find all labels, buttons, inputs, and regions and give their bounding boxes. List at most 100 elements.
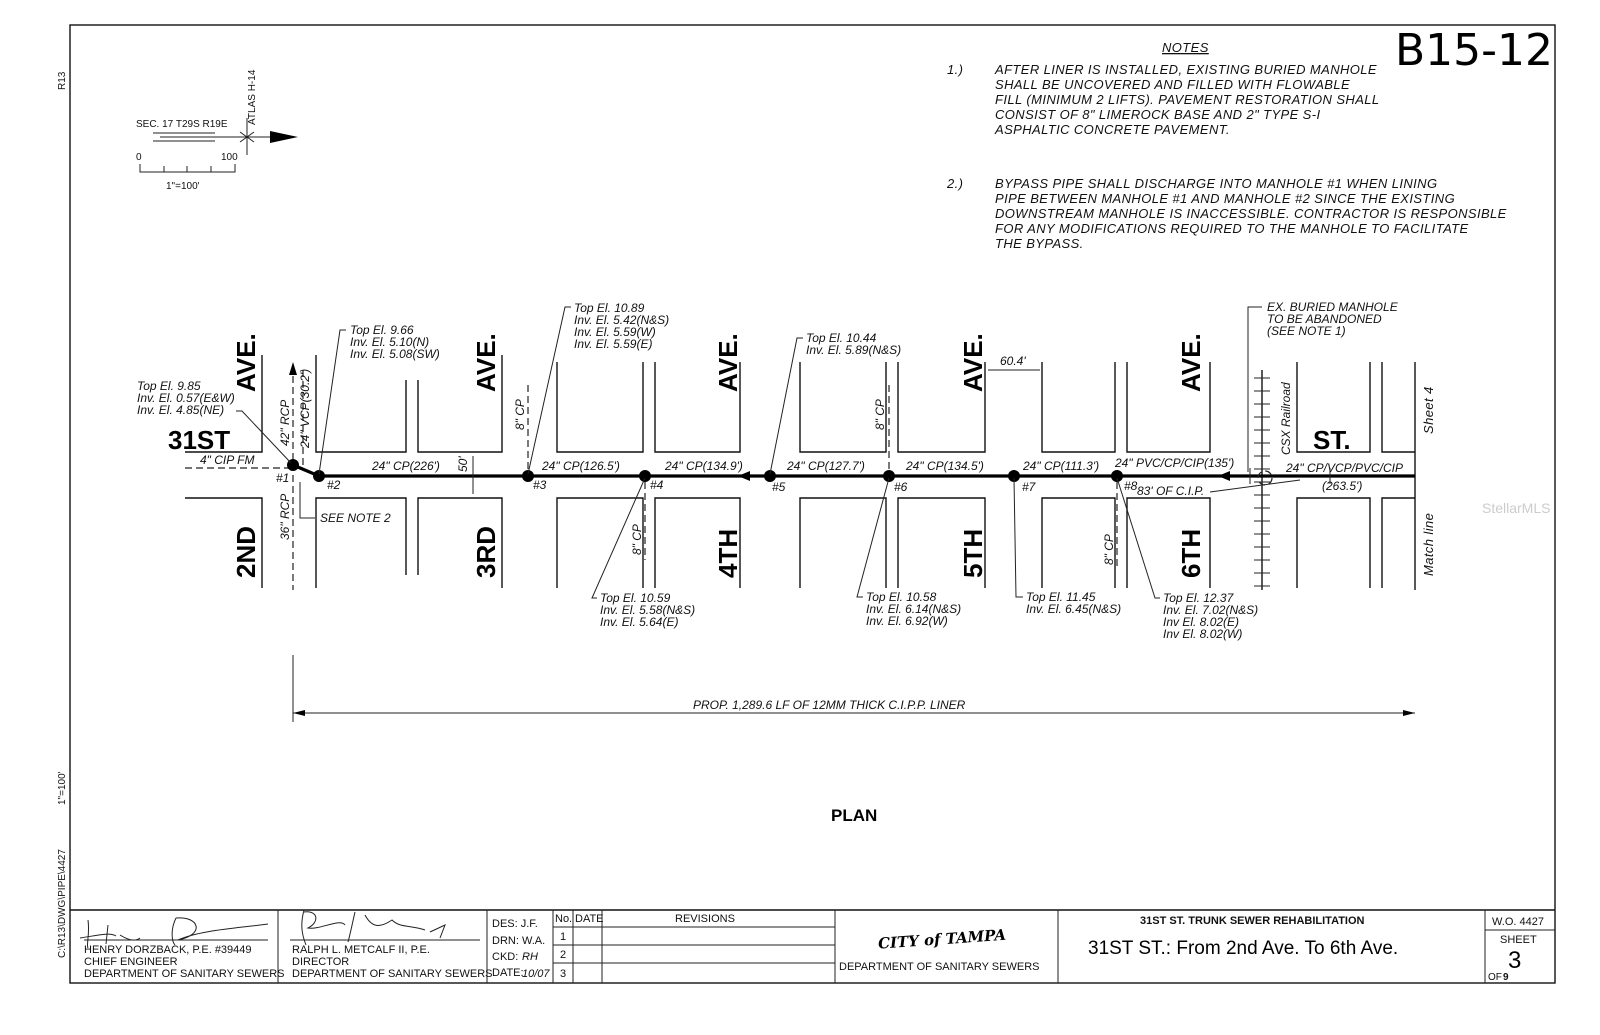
avenue-3rd: 3RD [471,526,501,578]
manhole-7-id: #7 [1022,480,1037,494]
avenue-5th: 5TH [958,529,988,578]
svg-text:Inv El. 8.02(W): Inv El. 8.02(W) [1163,627,1242,641]
watermark: StellarMLS [1482,500,1550,516]
manhole-7-annotation: Top El. 11.45 Inv. El. 6.45(N&S) [1013,477,1121,616]
avenue-3rd-suffix: AVE. [471,333,501,392]
svg-text:DIRECTOR: DIRECTOR [292,956,349,968]
svg-text:Inv. El. 5.59(W): Inv. El. 5.59(W) [574,325,656,339]
svg-text:31ST ST.: From 2nd Ave. To 6th: 31ST ST.: From 2nd Ave. To 6th Ave. [1088,938,1398,959]
svg-text:24" VCP(30.2'): 24" VCP(30.2') [298,369,312,449]
title-block: HENRY DORZBACK, P.E. #39449 CHIEF ENGINE… [70,909,1555,983]
manhole-4-id: #4 [650,478,664,492]
svg-text:AFTER LINER IS INSTALLED, EXIS: AFTER LINER IS INSTALLED, EXISTING BURIE… [994,62,1377,77]
svg-text:HENRY DORZBACK, P.E. #39449: HENRY DORZBACK, P.E. #39449 [84,944,252,956]
manhole-markers [287,459,1123,482]
svg-text:Inv. El. 6.45(N&S): Inv. El. 6.45(N&S) [1026,602,1121,616]
svg-text:THE BYPASS.: THE BYPASS. [995,236,1084,251]
svg-text:24" CP(127.7'): 24" CP(127.7') [786,459,865,473]
svg-text:24" CP(111.3'): 24" CP(111.3') [1022,459,1099,473]
svg-text:8" CP: 8" CP [513,399,527,430]
view-title: PLAN [831,806,877,825]
svg-text:9: 9 [1503,972,1509,983]
svg-text:24" CP(126.5'): 24" CP(126.5') [541,459,620,473]
svg-text:(263.5'): (263.5') [1322,479,1362,493]
svg-text:ATLAS H-14: ATLAS H-14 [247,69,258,125]
street-st: ST. [1313,425,1351,455]
svg-text:SEE NOTE 2: SEE NOTE 2 [320,511,391,525]
svg-text:BYPASS PIPE SHALL DISCHARGE IN: BYPASS PIPE SHALL DISCHARGE INTO MANHOLE… [995,176,1437,191]
manhole-4-annotation: Top El. 10.59 Inv. El. 5.58(N&S) Inv. El… [591,477,695,629]
svg-text:DATE:: DATE: [492,967,524,979]
manhole-1-id: #1 [276,471,289,485]
avenue-6th-suffix: AVE. [1176,333,1206,392]
svg-text:CKD:: CKD: [492,951,518,963]
avenue-5th-suffix: AVE. [958,333,988,392]
svg-text:4" CIP FM: 4" CIP FM [200,453,255,467]
margin-r13: R13 [57,71,68,90]
svg-text:FILL (MINIMUM 2 LIFTS). PAVEME: FILL (MINIMUM 2 LIFTS). PAVEMENT RESTORA… [995,92,1380,107]
svg-text:DEPARTMENT OF SANITARY SEWERS: DEPARTMENT OF SANITARY SEWERS [839,961,1039,973]
buried-manhole-annotation: EX. BURIED MANHOLE TO BE ABANDONED (SEE … [1247,300,1399,472]
svg-text:Inv. El. 5.58(N&S): Inv. El. 5.58(N&S) [600,603,695,617]
liner-dimension: PROP. 1,289.6 LF OF 12MM THICK C.I.P.P. … [292,655,1415,722]
manhole-3-annotation: Top El. 10.89 Inv. El. 5.42(N&S) Inv. El… [527,301,669,475]
svg-text:Inv. El. 5.08(SW): Inv. El. 5.08(SW) [350,347,440,361]
sheet-ref: Sheet 4 [1421,386,1436,434]
manhole-3-id: #3 [533,478,547,492]
avenue-4th: 4TH [713,529,743,578]
svg-text:Top El. 10.89: Top El. 10.89 [574,301,645,315]
manhole-1-annotation: Top El. 9.85 Inv. El. 0.57(E&W) Inv. El.… [137,379,292,464]
svg-text:Inv. El. 6.14(N&S): Inv. El. 6.14(N&S) [866,602,961,616]
svg-text:1: 1 [560,931,566,943]
svg-text:EX. BURIED MANHOLE: EX. BURIED MANHOLE [1267,300,1399,314]
svg-text:REVISIONS: REVISIONS [675,913,735,925]
svg-text:42" RCP: 42" RCP [278,400,292,446]
buried-manhole [1257,470,1273,486]
manhole-6-id: #6 [894,480,908,494]
svg-text:8" CP: 8" CP [630,524,644,555]
svg-text:24" CP(134.9'): 24" CP(134.9') [664,459,743,473]
avenue-4th-suffix: AVE. [713,333,743,392]
svg-text:24" CP/VCP/PVC/CIP: 24" CP/VCP/PVC/CIP [1285,461,1403,475]
svg-text:8" CP: 8" CP [873,399,887,430]
svg-text:83' OF C.I.P.: 83' OF C.I.P. [1137,484,1204,498]
manhole-5-annotation: Top El. 10.44 Inv. El. 5.89(N&S) [769,331,901,475]
svg-text:1"=100': 1"=100' [166,181,200,192]
north-arrow-icon [270,131,298,143]
svg-text:DEPARTMENT OF SANITARY SEWERS: DEPARTMENT OF SANITARY SEWERS [84,968,284,980]
svg-text:0: 0 [136,152,142,163]
svg-text:24" CP(134.5'): 24" CP(134.5') [905,459,984,473]
svg-text:ASPHALTIC CONCRETE PAVEMENT.: ASPHALTIC CONCRETE PAVEMENT. [994,122,1230,137]
svg-text:24" PVC/CP/CIP(135'): 24" PVC/CP/CIP(135') [1114,456,1234,470]
sheet-border [69,24,1556,984]
svg-text:50': 50' [456,456,470,472]
manhole-8-annotation: Top El. 12.37 Inv. El. 7.02(N&S) Inv El.… [1116,477,1258,641]
city-of-tampa-logo: CITY of TAMPA [877,926,1006,953]
svg-text:2.): 2.) [946,176,963,191]
manhole-6-annotation: Top El. 10.58 Inv. El. 6.14(N&S) Inv. El… [856,477,961,628]
svg-text:RH: RH [522,951,538,963]
svg-text:No.: No. [555,913,572,925]
svg-text:Top El. 11.45: Top El. 11.45 [1026,590,1096,604]
svg-text:Inv. El. 5.42(N&S): Inv. El. 5.42(N&S) [574,313,669,327]
railroad: CSX Railroad [1254,370,1293,590]
north-arrow: SEC. 17 T29S R19E ATLAS H-14 0 100 1"=10… [136,69,298,192]
svg-text:FOR ANY MODIFICATIONS REQUIRED: FOR ANY MODIFICATIONS REQUIRED TO THE MA… [995,221,1469,236]
svg-text:Inv. El. 5.59(E): Inv. El. 5.59(E) [574,337,652,351]
svg-text:RALPH L. METCALF II, P.E.: RALPH L. METCALF II, P.E. [292,944,430,956]
svg-text:Inv. El. 5.64(E): Inv. El. 5.64(E) [600,615,678,629]
manhole-8-id: #8 [1124,479,1138,493]
svg-text:PIPE BETWEEN MANHOLE #1 AND MA: PIPE BETWEEN MANHOLE #1 AND MANHOLE #2 S… [995,191,1455,206]
svg-text:3: 3 [560,968,566,980]
svg-text:DOWNSTREAM MANHOLE IS INACCESS: DOWNSTREAM MANHOLE IS INACCESSIBLE. CONT… [995,206,1507,221]
svg-text:Top El. 10.44: Top El. 10.44 [806,331,877,345]
svg-text:SEC. 17 T29S R19E: SEC. 17 T29S R19E [136,119,228,130]
avenue-6th: 6TH [1176,529,1206,578]
svg-text:SHALL BE UNCOVERED AND FILLED: SHALL BE UNCOVERED AND FILLED WITH FLOWA… [995,77,1350,92]
svg-text:Top El. 10.59: Top El. 10.59 [600,591,671,605]
svg-text:DES: J.F.: DES: J.F. [492,918,538,930]
svg-text:Inv. El. 7.02(N&S): Inv. El. 7.02(N&S) [1163,603,1258,617]
svg-text:DEPARTMENT OF SANITARY SEWERS: DEPARTMENT OF SANITARY SEWERS [292,968,492,980]
svg-text:NOTES: NOTES [1162,40,1209,55]
